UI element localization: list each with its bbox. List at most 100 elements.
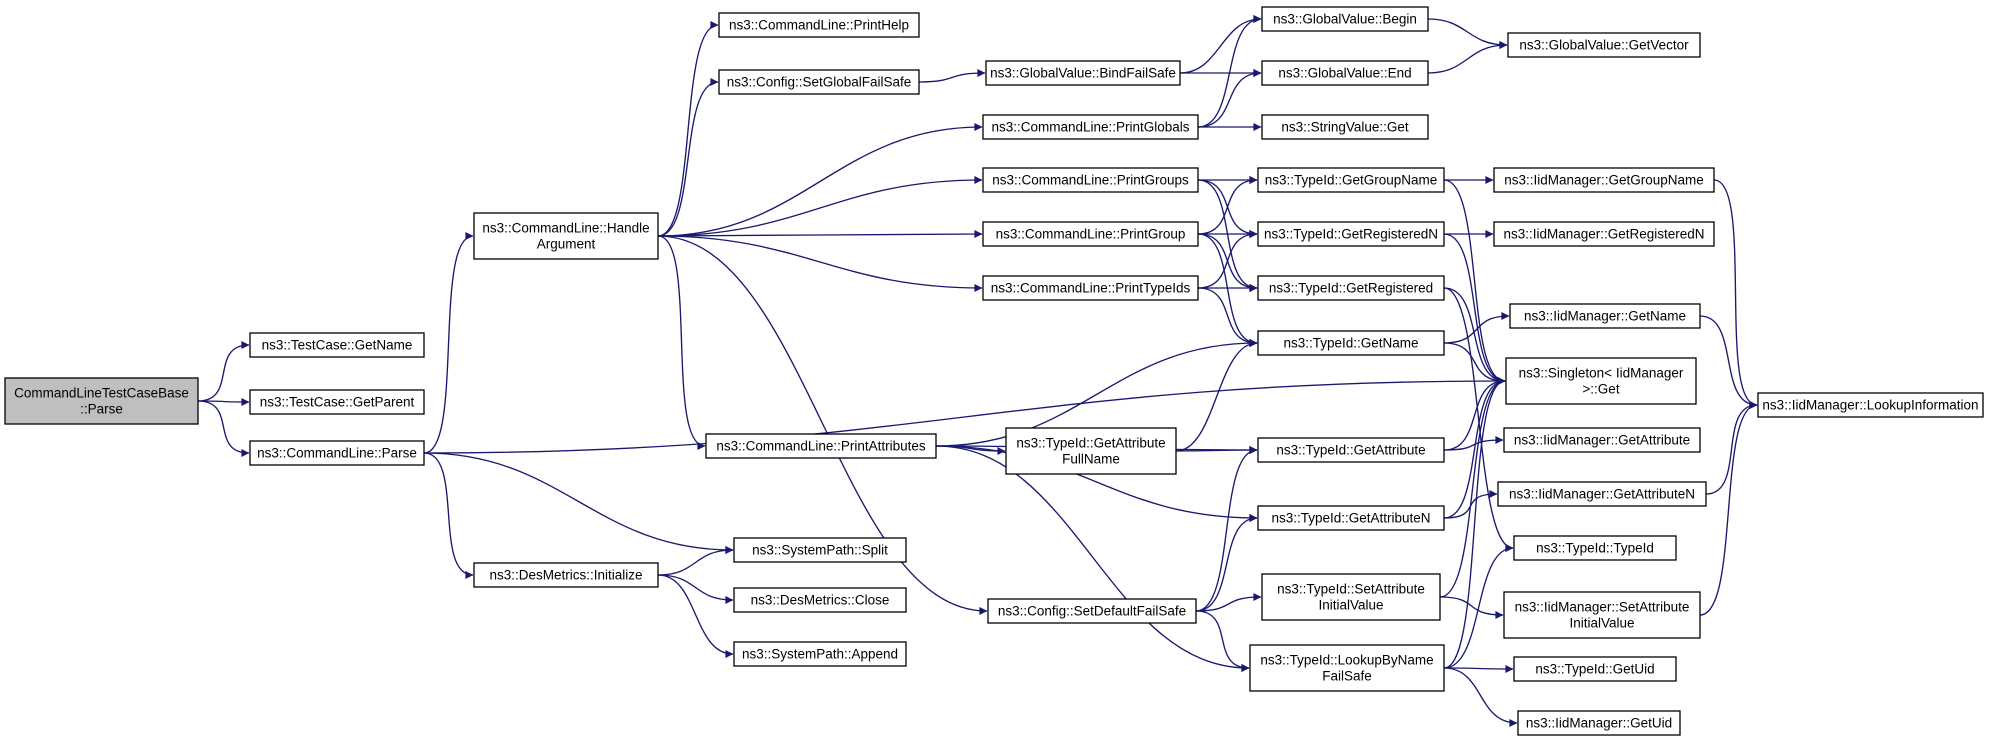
node-label: ns3::TestCase::GetParent [260, 395, 415, 410]
node-label: ns3::TypeId::GetName [1283, 336, 1418, 351]
node-ns3-globalvalue-bindfailsafe[interactable]: ns3::GlobalValue::BindFailSafe [985, 60, 1181, 86]
node-label: ns3::TypeId::LookupByName [1260, 653, 1433, 668]
edge-n8-to-n29 [935, 445, 1250, 672]
node-label: ns3::SystemPath::Split [752, 543, 888, 558]
edge-n26-to-n34 [1443, 377, 1506, 451]
node-label: FullName [1062, 452, 1120, 467]
node-ns3-testcase-getname[interactable]: ns3::TestCase::GetName [249, 332, 425, 358]
node-label: ns3::TestCase::GetName [262, 338, 413, 353]
edge-n7-to-n12 [918, 69, 986, 83]
node-ns3-iidmanager-setattribute-initialvalue[interactable]: ns3::IidManager::SetAttributeInitialValu… [1503, 591, 1701, 639]
edge-n19-to-n30 [1427, 18, 1508, 49]
node-ns3-systempath-append[interactable]: ns3::SystemPath::Append [733, 641, 907, 667]
node-label: ns3::Config::SetGlobalFailSafe [727, 75, 912, 90]
node-ns3-iidmanager-getname[interactable]: ns3::IidManager::GetName [1509, 303, 1701, 329]
node-label: ns3::Singleton< IidManager [1519, 366, 1684, 381]
node-ns3-typeid-getuid[interactable]: ns3::TypeId::GetUid [1513, 656, 1677, 682]
node-label: ns3::GlobalValue::GetVector [1519, 38, 1689, 53]
node-box [473, 212, 659, 260]
node-ns3-iidmanager-getuid[interactable]: ns3::IidManager::GetUid [1517, 710, 1681, 736]
node-label: ::Parse [80, 402, 123, 417]
node-label: ns3::IidManager::GetName [1524, 309, 1686, 324]
edge-n16-to-n25 [1197, 287, 1258, 347]
edge-n24-to-n34 [1443, 287, 1506, 385]
node-ns3-typeid-typeid[interactable]: ns3::TypeId::TypeId [1513, 535, 1677, 561]
edge-n3-to-n4 [423, 232, 474, 454]
node-label: ns3::IidManager::LookupInformation [1762, 398, 1978, 413]
node-box [733, 537, 907, 563]
edge-n13-to-n19 [1197, 15, 1262, 128]
edge-n18-to-n26 [1195, 446, 1258, 612]
node-ns3-commandline-printgroup[interactable]: ns3::CommandLine::PrintGroup [982, 221, 1199, 247]
node-ns3-singleton-iidmanager-get[interactable]: ns3::Singleton< IidManager>::Get [1505, 357, 1697, 405]
edge-n36-to-n41 [1705, 401, 1758, 495]
node-ns3-typeid-getregisteredn[interactable]: ns3::TypeId::GetRegisteredN [1257, 221, 1445, 247]
node-ns3-iidmanager-getattribute[interactable]: ns3::IidManager::GetAttribute [1503, 427, 1701, 453]
node-ns3-config-setglobalfailsafe[interactable]: ns3::Config::SetGlobalFailSafe [718, 69, 920, 95]
node-label: ns3::CommandLine::Handle [482, 221, 649, 236]
node-box [987, 598, 1197, 624]
node-commandlinetestcasebase-parse[interactable]: CommandLineTestCaseBase::Parse [4, 377, 199, 425]
node-ns3-globalvalue-begin[interactable]: ns3::GlobalValue::Begin [1261, 6, 1429, 32]
node-ns3-systempath-split[interactable]: ns3::SystemPath::Split [733, 537, 907, 563]
node-label: >::Get [1582, 382, 1619, 397]
node-label: ns3::CommandLine::PrintTypeIds [991, 281, 1191, 296]
node-ns3-globalvalue-end[interactable]: ns3::GlobalValue::End [1261, 60, 1429, 86]
node-label: ns3::IidManager::SetAttribute [1515, 600, 1690, 615]
node-box [1257, 505, 1445, 531]
node-ns3-testcase-getparent[interactable]: ns3::TestCase::GetParent [249, 389, 425, 415]
edge-n25-to-n33 [1443, 312, 1510, 344]
node-ns3-commandline-printglobals[interactable]: ns3::CommandLine::PrintGlobals [982, 114, 1199, 140]
node-ns3-typeid-getattributen[interactable]: ns3::TypeId::GetAttributeN [1257, 505, 1445, 531]
node-ns3-commandline-printattributes[interactable]: ns3::CommandLine::PrintAttributes [705, 433, 937, 459]
node-ns3-typeid-getregistered[interactable]: ns3::TypeId::GetRegistered [1257, 275, 1445, 301]
edge-n3-to-n34 [423, 377, 1506, 454]
node-ns3-iidmanager-getattributen[interactable]: ns3::IidManager::GetAttributeN [1497, 481, 1707, 507]
node-box [249, 389, 425, 415]
node-ns3-commandline-printhelp[interactable]: ns3::CommandLine::PrintHelp [718, 12, 920, 38]
node-label: ns3::GlobalValue::BindFailSafe [990, 66, 1176, 81]
edge-n4-to-n8 [657, 235, 706, 450]
edge-n18-to-n28 [1195, 593, 1262, 612]
edge-n0-to-n2 [197, 397, 250, 406]
edge-n8-to-n25 [935, 339, 1258, 447]
node-box [1257, 275, 1445, 301]
edge-n16-to-n23 [1197, 230, 1258, 289]
edge-n17-to-n25 [1175, 339, 1258, 452]
node-ns3-typeid-getattribute[interactable]: ns3::TypeId::GetAttribute [1257, 437, 1445, 463]
node-ns3-iidmanager-getgroupname[interactable]: ns3::IidManager::GetGroupName [1493, 167, 1715, 193]
node-box [473, 562, 659, 588]
node-label: ns3::SystemPath::Append [742, 647, 898, 662]
node-ns3-desmetrics-initialize[interactable]: ns3::DesMetrics::Initialize [473, 562, 659, 588]
node-box [982, 114, 1199, 140]
edge-n4-to-n16 [657, 235, 983, 292]
node-ns3-iidmanager-lookupinformation[interactable]: ns3::IidManager::LookupInformation [1757, 392, 1984, 418]
node-ns3-typeid-getname[interactable]: ns3::TypeId::GetName [1257, 330, 1445, 356]
node-ns3-config-setdefaultfailsafe[interactable]: ns3::Config::SetDefaultFailSafe [987, 598, 1197, 624]
node-label: ns3::DesMetrics::Initialize [489, 568, 642, 583]
edge-n5-to-n9 [657, 546, 734, 576]
node-ns3-desmetrics-close[interactable]: ns3::DesMetrics::Close [733, 587, 907, 613]
node-box [1261, 60, 1429, 86]
node-ns3-commandline-printtypeids[interactable]: ns3::CommandLine::PrintTypeIds [982, 275, 1199, 301]
node-label: ns3::TypeId::GetRegisteredN [1264, 227, 1438, 242]
node-ns3-stringvalue-get[interactable]: ns3::StringValue::Get [1261, 114, 1429, 140]
node-ns3-typeid-getgroupname[interactable]: ns3::TypeId::GetGroupName [1257, 167, 1445, 193]
node-ns3-commandline-parse[interactable]: ns3::CommandLine::Parse [249, 440, 425, 466]
node-label: ns3::TypeId::TypeId [1536, 541, 1654, 556]
node-label: Argument [537, 237, 596, 252]
node-label: ns3::Config::SetDefaultFailSafe [998, 604, 1186, 619]
edge-n13-to-n20 [1197, 69, 1262, 128]
node-label: ns3::TypeId::SetAttribute [1277, 582, 1425, 597]
node-label: ns3::CommandLine::PrintGlobals [991, 120, 1189, 135]
node-ns3-iidmanager-getregisteredn[interactable]: ns3::IidManager::GetRegisteredN [1493, 221, 1715, 247]
node-box [718, 12, 920, 38]
node-ns3-globalvalue-getvector[interactable]: ns3::GlobalValue::GetVector [1507, 32, 1701, 58]
node-ns3-commandline-printgroups[interactable]: ns3::CommandLine::PrintGroups [982, 167, 1199, 193]
edge-n28-to-n34 [1439, 377, 1506, 598]
node-label: ns3::IidManager::GetGroupName [1504, 173, 1704, 188]
